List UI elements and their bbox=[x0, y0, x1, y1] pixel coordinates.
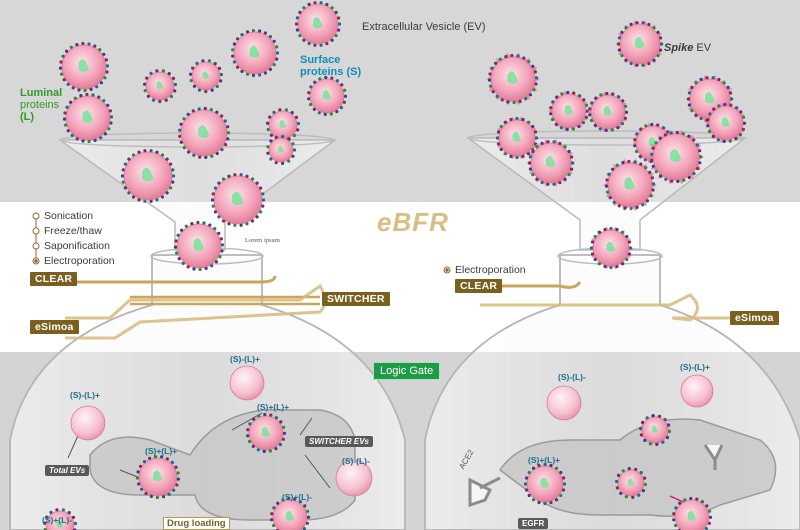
sl-label-5: (S)-(L)- bbox=[342, 456, 370, 466]
logic-gate-badge: Logic Gate bbox=[373, 362, 441, 380]
ev-right-1 bbox=[486, 52, 540, 106]
ev-left-2 bbox=[143, 69, 177, 104]
ev-luminal-cutaway bbox=[58, 41, 110, 93]
sl-label-8: (S)-(L)- bbox=[558, 372, 586, 382]
ev-bottom-right-5 bbox=[639, 414, 672, 446]
ev-bottom-left-0 bbox=[70, 405, 106, 441]
ev-bottom-right-2 bbox=[523, 462, 567, 506]
ev-layer bbox=[43, 1, 747, 530]
esimoa-badge-left: eSimoa bbox=[30, 320, 79, 334]
esimoa-badge-right: eSimoa bbox=[730, 311, 779, 325]
method-freeze-thaw: Freeze/thaw bbox=[44, 225, 102, 237]
ace2-receptor-right bbox=[703, 444, 724, 470]
esimoa-wire-right bbox=[480, 293, 730, 322]
ev-right-5 bbox=[705, 102, 747, 144]
ev-right-0 bbox=[615, 20, 665, 68]
ev-left-9 bbox=[120, 149, 176, 203]
ev-right-6 bbox=[495, 116, 539, 160]
clear-badge-left: CLEAR bbox=[30, 272, 78, 286]
sl-label-7: (S)+(L)- bbox=[42, 515, 72, 525]
ev-bottom-left-3 bbox=[246, 412, 287, 453]
ace2-receptor bbox=[468, 476, 501, 508]
clear-wire-right bbox=[500, 281, 582, 289]
surface-line1: Surface bbox=[300, 54, 341, 66]
ev-right-7 bbox=[526, 139, 576, 187]
total-evs-tag: Total EVs bbox=[45, 465, 90, 476]
ev-left-4 bbox=[62, 92, 114, 144]
ev-left-5 bbox=[307, 75, 348, 116]
luminal-line1: Luminal bbox=[20, 87, 63, 99]
ev-left-3 bbox=[189, 59, 223, 94]
lorem-ipsum-text: Lorem ipsum bbox=[245, 237, 280, 244]
ev-label: Extracellular Vesicle (EV) bbox=[362, 21, 486, 33]
ev-bottom-left-2 bbox=[135, 455, 180, 500]
ev-right-11 bbox=[589, 226, 633, 270]
spike-ev-label: Spike EV bbox=[664, 42, 711, 54]
switcher-badge: SWITCHER bbox=[322, 292, 390, 306]
method-electroporation-left: Electroporation bbox=[44, 255, 115, 267]
right-flask-channel bbox=[498, 418, 777, 517]
ev-bottom-left-6 bbox=[43, 508, 77, 530]
ev-left-1 bbox=[231, 29, 280, 77]
method-saponification: Saponification bbox=[44, 240, 110, 252]
luminal-line3: (L) bbox=[20, 111, 35, 123]
clear-badge-right: CLEAR bbox=[455, 279, 503, 293]
switcher-wire bbox=[130, 295, 320, 306]
sl-label-1: (S)-(L)+ bbox=[70, 390, 100, 400]
ev-bottom-right-4 bbox=[672, 496, 713, 530]
ev-left-11 bbox=[173, 220, 225, 272]
ev-bottom-right-3 bbox=[615, 467, 648, 499]
ev-left-0 bbox=[294, 1, 342, 47]
sl-label-3: (S)+(L)+ bbox=[145, 446, 178, 456]
method-bullets bbox=[32, 212, 451, 274]
sl-label-4: (S)+(L)+ bbox=[257, 402, 290, 412]
ebfr-title: eBFR bbox=[377, 207, 449, 237]
luminal-line2: proteins bbox=[20, 99, 60, 111]
spike-ev-word: EV bbox=[693, 42, 712, 54]
ev-right-10 bbox=[603, 158, 657, 212]
sl-label-2: (S)-(L)+ bbox=[230, 354, 260, 364]
sl-label-6: (S)+(L)- bbox=[282, 492, 312, 502]
ev-bottom-left-5 bbox=[270, 496, 311, 530]
ev-bottom-left-1 bbox=[229, 365, 265, 401]
ev-right-4 bbox=[587, 91, 629, 133]
ev-left-10 bbox=[210, 173, 266, 227]
clear-wire-left bbox=[75, 275, 277, 284]
ev-bottom-right-0 bbox=[546, 385, 582, 421]
surface-line2: proteins (S) bbox=[300, 66, 362, 78]
sl-label-9: (S)-(L)+ bbox=[680, 362, 710, 372]
egfr-tag: EGFR bbox=[518, 518, 549, 529]
spike-word: Spike bbox=[664, 42, 694, 54]
ev-right-9 bbox=[647, 129, 705, 185]
switcher-evs-tag: SWITCHER EVs bbox=[305, 436, 374, 447]
ev-left-6 bbox=[178, 106, 231, 159]
ev-left-8 bbox=[266, 135, 297, 165]
sl-label-10: (S)+(L)+ bbox=[528, 455, 561, 465]
method-electroporation-right: Electroporation bbox=[455, 264, 526, 276]
method-sonication: Sonication bbox=[44, 210, 94, 222]
drug-loading-tag: Drug loading bbox=[163, 517, 230, 530]
ev-bottom-right-1 bbox=[680, 374, 714, 408]
ev-right-3 bbox=[548, 90, 590, 132]
ev-bottom-left-4 bbox=[335, 459, 373, 497]
